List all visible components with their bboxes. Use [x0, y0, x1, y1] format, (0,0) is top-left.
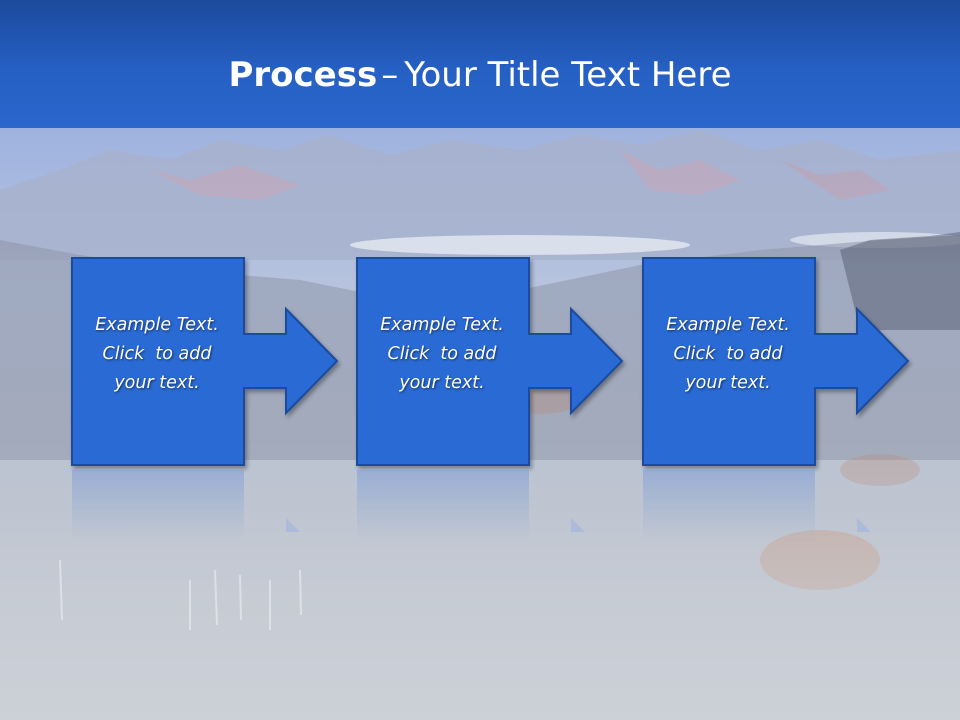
step-shape-3[interactable]: [642, 257, 910, 466]
step-2-line-1: Example Text.: [380, 315, 504, 335]
step-shape-1[interactable]: [71, 257, 339, 466]
step-3-line-2: Click to add: [673, 344, 783, 364]
step-2-line-3: your text.: [399, 373, 485, 393]
slide-title[interactable]: Process–Your Title Text Here: [0, 52, 960, 98]
step-text-2[interactable]: Example Text. Click to add your text.: [357, 311, 527, 398]
step-text-1[interactable]: Example Text. Click to add your text.: [72, 311, 242, 398]
step-3-line-3: your text.: [685, 373, 771, 393]
step-2-line-2: Click to add: [387, 344, 497, 364]
step-text-3[interactable]: Example Text. Click to add your text.: [643, 311, 813, 398]
title-bold: Process: [228, 55, 378, 95]
step-3-line-1: Example Text.: [666, 315, 790, 335]
step-1-line-1: Example Text.: [95, 315, 219, 335]
step-1-line-3: your text.: [114, 373, 200, 393]
title-bar: [0, 0, 960, 128]
step-reflections: [72, 470, 871, 540]
title-separator: –: [381, 55, 399, 95]
title-rest: Your Title Text Here: [404, 55, 732, 95]
step-shape-2[interactable]: [356, 257, 624, 466]
step-1-line-2: Click to add: [102, 344, 212, 364]
